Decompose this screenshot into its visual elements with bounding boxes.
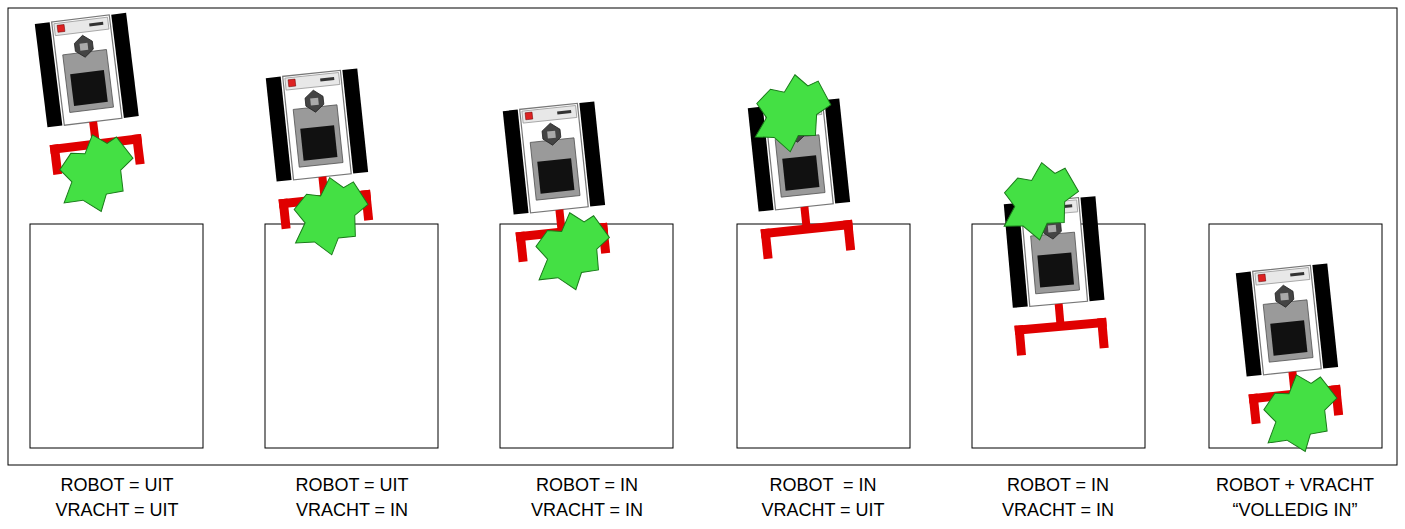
cargo <box>1258 368 1340 455</box>
zone <box>265 224 438 448</box>
state-label: VRACHT = UIT <box>55 499 178 521</box>
zone <box>737 224 910 448</box>
state-label: VRACHT = IN <box>531 499 643 521</box>
state-label: VRACHT = IN <box>1002 499 1114 521</box>
cargo <box>994 153 1084 247</box>
cargo <box>54 128 136 215</box>
state-label: “VOLLEDIG IN” <box>1232 499 1357 521</box>
state-label: ROBOT = UIT <box>60 474 173 496</box>
cargo <box>285 169 372 261</box>
state-label: ROBOT = UIT <box>295 474 408 496</box>
cargo <box>745 64 837 159</box>
state-label: ROBOT + VRACHT <box>1216 474 1374 496</box>
zone <box>30 224 203 448</box>
state-label: ROBOT = IN <box>1007 474 1109 496</box>
state-label: VRACHT = UIT <box>761 499 884 521</box>
cargo <box>529 205 613 294</box>
state-label: ROBOT = IN <box>769 474 876 496</box>
state-label: VRACHT = IN <box>296 499 408 521</box>
state-label: ROBOT = IN <box>536 474 638 496</box>
frame <box>8 8 1397 465</box>
